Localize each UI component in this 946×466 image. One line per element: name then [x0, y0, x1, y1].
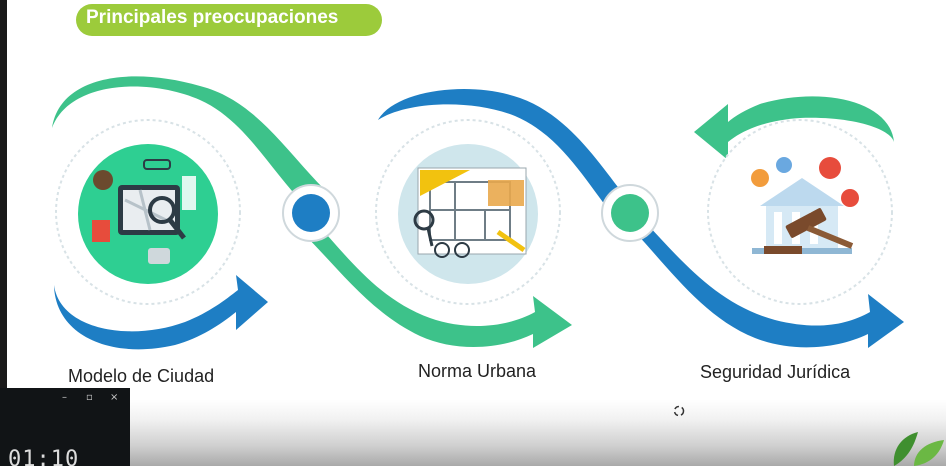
green-ribbon-right — [694, 96, 894, 160]
blueprint-illustration — [398, 144, 538, 284]
elapsed-timer: 01:10 — [8, 447, 80, 466]
title-banner — [76, 4, 382, 36]
caption-modelo-de-ciudad: Modelo de Ciudad — [68, 366, 215, 386]
caption-seguridad-juridica: Seguridad Jurídica — [700, 362, 851, 382]
blue-ribbon-right — [635, 225, 904, 348]
slide-title: Principales preocupaciones — [86, 7, 339, 28]
courthouse-gavel-illustration — [730, 144, 870, 284]
floating-video-panel[interactable] — [0, 388, 130, 466]
window-edge — [0, 0, 7, 466]
green-ribbon-middle — [302, 225, 572, 348]
close-icon[interactable]: × — [110, 392, 119, 403]
caption-norma-urbana: Norma Urbana — [418, 361, 537, 381]
minimize-icon[interactable]: – — [62, 392, 67, 403]
panel-window-controls: – ▫ × — [56, 392, 126, 406]
blue-ribbon-left — [54, 275, 268, 350]
city-map-illustration — [78, 144, 218, 284]
blue-ribbon-middle — [378, 89, 628, 214]
leaf-logo-icon — [893, 432, 944, 466]
video-controls-band — [0, 400, 946, 466]
loading-cursor-icon — [673, 405, 685, 417]
restore-icon[interactable]: ▫ — [86, 392, 93, 403]
